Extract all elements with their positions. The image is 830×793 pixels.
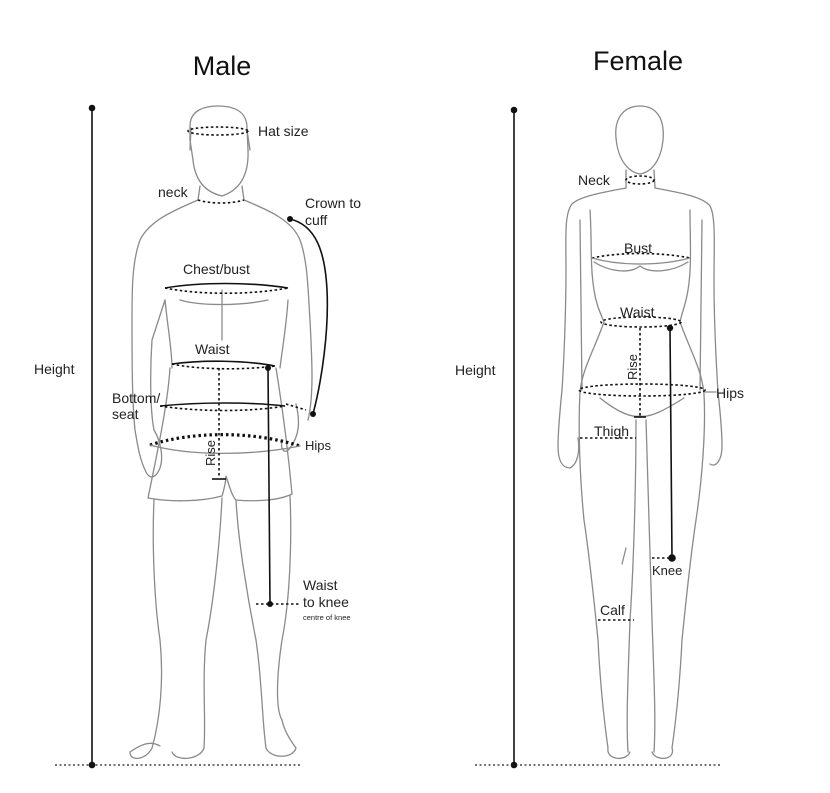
male-waist-to-knee-label-1: Waist xyxy=(303,577,338,593)
male-panel: Male xyxy=(34,51,361,769)
female-bust-detail xyxy=(593,261,689,272)
female-hips-line xyxy=(578,383,706,397)
female-left-arm-outer xyxy=(557,187,627,469)
male-figure xyxy=(129,105,313,759)
male-waist-label: Waist xyxy=(195,341,230,357)
male-crown-dot xyxy=(287,216,293,222)
male-chest-line-front xyxy=(164,287,289,295)
female-hips-label: Hips xyxy=(716,385,744,401)
female-rise-label: Rise xyxy=(625,354,640,380)
male-cuff-dot xyxy=(310,411,316,417)
female-bust-label: Bust xyxy=(624,240,652,256)
male-chest-label: Chest/bust xyxy=(183,261,250,277)
male-hat-size-line xyxy=(187,126,249,136)
male-head-outline xyxy=(189,105,249,197)
male-measurements xyxy=(55,104,329,769)
male-knee-dot xyxy=(267,601,273,607)
male-rise-label: Rise xyxy=(203,440,218,466)
male-waist-to-knee-line xyxy=(267,367,271,605)
female-height-bottom-dot xyxy=(510,761,518,769)
female-neck-line xyxy=(625,175,655,185)
female-knee-label: Knee xyxy=(652,563,682,578)
male-ears xyxy=(189,127,251,151)
male-bottom-seat-label-2: seat xyxy=(112,406,139,422)
female-right-torso xyxy=(679,209,692,323)
male-hips-line xyxy=(149,433,301,448)
male-chest-line-back xyxy=(164,282,289,289)
male-right-leg xyxy=(276,495,292,721)
female-hip-detail xyxy=(599,397,685,417)
male-height-label: Height xyxy=(34,361,75,377)
male-title: Male xyxy=(193,51,252,81)
male-seat-line-front xyxy=(159,405,286,412)
female-figure xyxy=(557,105,723,759)
female-thigh-label: Thigh xyxy=(594,423,629,439)
male-neck-line xyxy=(197,199,245,204)
male-left-side xyxy=(164,299,173,369)
female-arm-inner xyxy=(579,219,703,391)
female-right-leg-outer xyxy=(651,321,706,759)
male-left-leg xyxy=(129,499,163,759)
female-waist-to-knee-line xyxy=(669,327,673,559)
female-right-arm-outer xyxy=(654,187,723,466)
female-waist-line xyxy=(600,316,682,328)
male-cuff-band xyxy=(285,403,307,411)
male-waist-to-knee-label-2: to knee xyxy=(303,594,349,610)
female-neck-outline xyxy=(625,169,656,189)
male-neck-label: neck xyxy=(158,184,189,200)
male-left-leg-inner xyxy=(171,497,223,759)
female-knee-dot xyxy=(668,554,676,562)
male-neck-outline xyxy=(197,185,245,201)
female-bust-line-front xyxy=(591,257,691,265)
male-waist-line-front xyxy=(171,363,276,370)
female-measurements xyxy=(475,106,720,769)
male-centre-of-knee-label: centre of knee xyxy=(303,613,351,622)
male-hat-size-label: Hat size xyxy=(258,123,309,139)
male-hips-front xyxy=(149,444,301,455)
male-waist-dot xyxy=(265,365,271,371)
female-waist-label: Waist xyxy=(620,304,655,320)
female-calf-label: Calf xyxy=(600,602,625,618)
female-waist-dot xyxy=(666,324,674,332)
male-right-side xyxy=(279,299,289,369)
male-shorts-outline xyxy=(147,367,293,502)
male-right-leg-inner xyxy=(235,499,297,757)
male-crown-to-cuff-label-2: cuff xyxy=(305,212,327,228)
female-left-leg-inner xyxy=(626,419,637,753)
female-knee-detail xyxy=(621,547,627,565)
female-head-outline xyxy=(615,105,664,175)
male-crown-to-cuff-label-1: Crown to xyxy=(305,195,361,211)
male-height-top-dot xyxy=(88,104,96,112)
male-right-arm-outline xyxy=(243,199,313,421)
male-hips-label: Hips xyxy=(305,438,332,453)
male-waist-line-back xyxy=(171,360,276,367)
male-chest-detail xyxy=(179,289,269,341)
male-seat-line xyxy=(159,402,286,407)
male-crown-to-cuff-line xyxy=(289,218,329,415)
female-height-label: Height xyxy=(455,362,496,378)
male-left-arm-outline xyxy=(131,199,199,478)
female-title: Female xyxy=(593,46,683,76)
female-neck-label: Neck xyxy=(578,172,611,188)
male-bottom-seat-label-1: Bottom/ xyxy=(112,390,160,406)
female-left-torso xyxy=(589,209,605,323)
female-right-leg-inner xyxy=(645,419,656,753)
female-height-top-dot xyxy=(510,106,518,114)
female-panel: Female xyxy=(455,46,744,769)
